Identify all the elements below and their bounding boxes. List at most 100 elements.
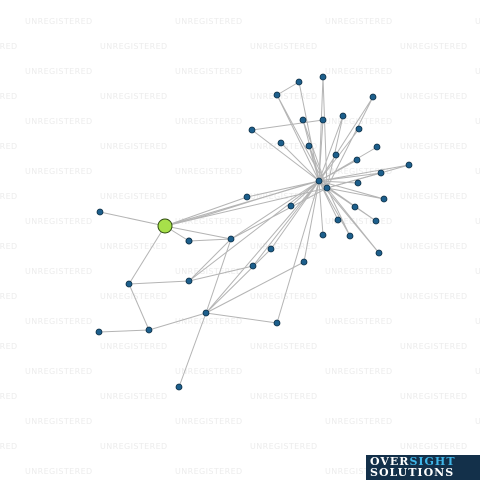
graph-edge [205,180,320,314]
entity-node[interactable] [319,116,327,124]
graph-edge [276,94,320,182]
graph-edge [276,94,328,189]
entity-node[interactable] [175,383,183,391]
graph-edge [205,261,305,314]
entity-node[interactable] [405,161,413,169]
graph-edge [164,196,248,227]
entity-node[interactable] [273,319,281,327]
entity-node[interactable] [95,328,103,336]
graph-edge [188,238,232,242]
graph-edge [318,115,344,182]
graph-edge [252,180,320,267]
entity-node[interactable] [369,93,377,101]
graph-nodes [95,73,413,391]
entity-node[interactable] [185,277,193,285]
graph-edge [276,81,300,96]
graph-edge [99,211,166,227]
graph-edge [276,180,320,324]
graph-edge [318,164,410,182]
entity-node[interactable] [227,235,235,243]
graph-edge [188,238,232,282]
graph-edge [318,146,378,182]
graph-edge [326,187,377,222]
entity-node[interactable] [305,142,313,150]
graph-edge [148,312,207,331]
entity-node[interactable] [273,91,281,99]
entity-node[interactable] [249,262,257,270]
entity-node[interactable] [125,280,133,288]
entity-node[interactable] [346,232,354,240]
entity-node[interactable] [332,151,340,159]
graph-edge [246,180,320,198]
entity-node[interactable] [300,258,308,266]
entity-node[interactable] [243,193,251,201]
logo-word-over: OVER [370,455,410,468]
entity-node[interactable] [277,139,285,147]
graph-edge [280,142,320,182]
graph-edge [308,145,328,189]
graph-edge [230,187,328,240]
graph-edge [164,180,320,227]
entity-node[interactable] [339,112,347,120]
graph-edges [98,76,410,388]
entity-node[interactable] [375,249,383,257]
entity-node[interactable] [267,245,275,253]
graph-edge [251,129,320,182]
graph-edge [128,225,166,285]
graph-edge [326,187,380,254]
entity-node[interactable] [334,216,342,224]
graph-edge [230,180,320,240]
graph-edge [318,180,351,237]
entity-node[interactable] [373,143,381,151]
graph-edge [326,96,374,189]
graph-edge [326,187,351,237]
graph-edge [251,119,324,131]
logo-word-sight: SIGHT [409,455,456,468]
entity-node[interactable] [248,126,256,134]
entity-node[interactable] [380,195,388,203]
graph-edge [303,180,320,263]
entity-node[interactable] [319,73,327,81]
oversight-solutions-logo: OVERSIGHT SOLUTIONS [366,455,480,480]
graph-edge [128,280,190,285]
entity-node[interactable] [287,202,295,210]
graph-edge [326,164,410,189]
graph-edge [188,180,320,282]
graph-edge [128,283,150,331]
entity-node[interactable] [185,237,193,245]
entity-node[interactable] [295,78,303,86]
entity-node[interactable] [354,179,362,187]
graph-edge [205,312,278,324]
entity-node[interactable] [315,177,323,185]
graph-edge [318,180,359,184]
entity-node[interactable] [353,156,361,164]
graph-edge [270,180,320,250]
graph-edge [302,119,328,189]
graph-edge [322,76,328,189]
entity-node[interactable] [319,231,327,239]
graph-edge [178,312,207,388]
graph-edge [188,265,254,282]
entity-node[interactable] [299,116,307,124]
graph-edge [318,180,324,236]
logo-word-solutions: SOLUTIONS [370,466,455,479]
entity-node[interactable] [351,203,359,211]
graph-edge [290,180,320,207]
entity-node[interactable] [145,326,153,334]
graph-edge [298,81,320,182]
graph-edge [205,248,272,314]
graph-edge [164,225,232,240]
graph-edge [318,180,385,200]
entity-node[interactable] [377,169,385,177]
highlighted-entity-node[interactable] [157,218,173,234]
graph-edge [318,96,374,182]
entity-node[interactable] [323,184,331,192]
entity-node[interactable] [96,208,104,216]
graph-edge [326,187,385,200]
entity-node[interactable] [202,309,210,317]
graph-edge [98,329,150,333]
entity-node[interactable] [355,125,363,133]
entity-node[interactable] [372,217,380,225]
